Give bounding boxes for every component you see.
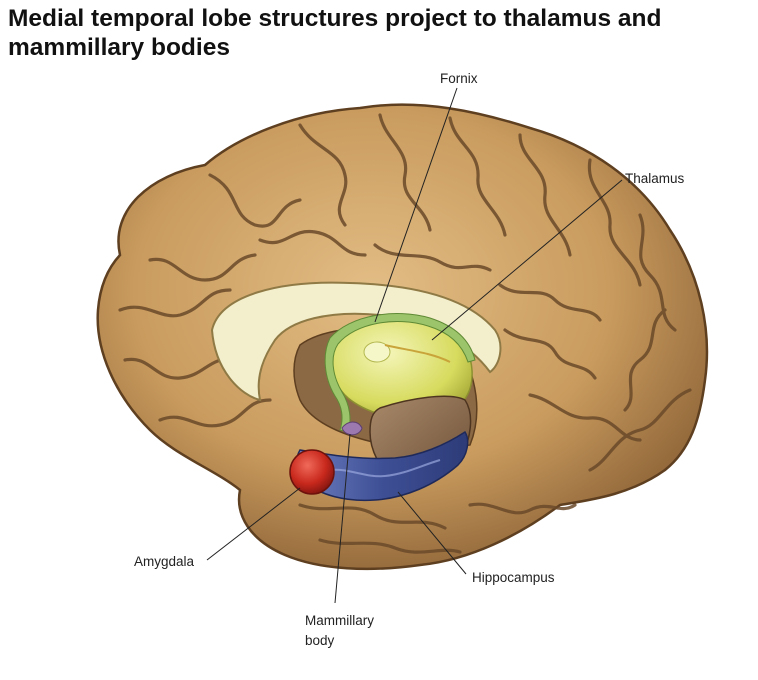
mammillary-label-line1: Mammillary	[305, 613, 374, 628]
thalamus-highlight	[363, 341, 391, 363]
thalamus-label: Thalamus	[625, 171, 685, 186]
stria-line	[384, 344, 451, 363]
mammillary-label-line2: body	[305, 633, 335, 648]
fornix-label: Fornix	[440, 71, 478, 86]
mammillary-leader	[334, 433, 351, 604]
fornix-leader	[374, 87, 458, 323]
amygdala-label: Amygdala	[134, 554, 195, 569]
amygdala	[289, 449, 335, 495]
fornix	[324, 313, 476, 433]
amygdala-leader	[206, 487, 301, 561]
hippocampus-leader	[397, 491, 467, 575]
sulci	[118, 113, 692, 554]
page-title: Medial temporal lobe structures project …	[8, 5, 662, 61]
thalamus-leader	[431, 179, 623, 341]
hippocampus-label: Hippocampus	[472, 570, 555, 585]
mammillary-body	[341, 421, 363, 436]
leader-lines	[206, 87, 623, 604]
